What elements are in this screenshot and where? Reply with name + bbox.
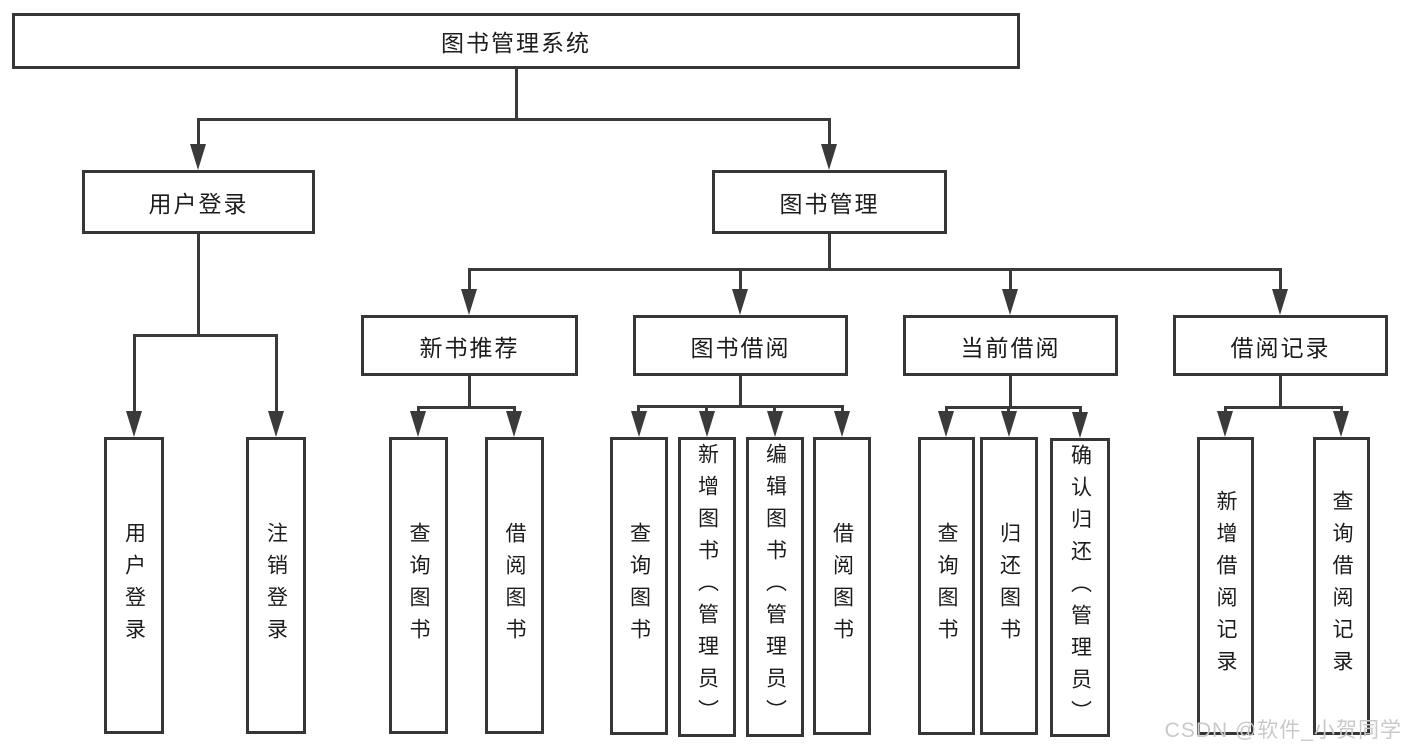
leaf-current-return-books: 归还图书 [980, 437, 1038, 735]
connector-line [1279, 376, 1282, 408]
node-book-management: 图书管理 [712, 170, 947, 234]
csdn-watermark: CSDN @软件_小贺同学 [1164, 719, 1402, 742]
arrowhead-down-icon [410, 411, 426, 437]
connector-line [197, 234, 200, 337]
leaf-current-query-books: 查询图书 [918, 437, 975, 735]
connector-line [513, 406, 516, 414]
node-user-login: 用户登录 [82, 170, 315, 234]
arrowhead-down-icon [1001, 411, 1017, 437]
connector-line [275, 334, 278, 412]
arrowhead-down-icon [699, 411, 715, 437]
arrowhead-down-icon [190, 144, 206, 170]
connector-line [197, 118, 200, 146]
connector-line [133, 334, 278, 337]
leaf-logout: 注销登录 [246, 437, 306, 734]
node-new-book-recommendation: 新书推荐 [361, 315, 578, 376]
connector-line [841, 405, 844, 414]
arrowhead-down-icon [461, 289, 477, 315]
connector-line [468, 376, 471, 408]
connector-line [1007, 406, 1010, 414]
arrowhead-down-icon [1002, 289, 1018, 315]
connector-line [773, 405, 776, 414]
arrowhead-down-icon [834, 411, 850, 437]
connector-line [1224, 406, 1227, 414]
connector-line [417, 406, 420, 414]
connector-line [637, 405, 844, 408]
arrowhead-down-icon [1272, 289, 1288, 315]
connector-line [1009, 376, 1012, 408]
arrowhead-down-icon [126, 411, 142, 437]
connector-line [637, 405, 640, 414]
connector-line [828, 118, 831, 146]
connector-line [197, 118, 831, 121]
connector-line [515, 69, 518, 119]
connector-line [828, 234, 831, 270]
connector-line [739, 268, 742, 292]
leaf-borrowing-edit-books-admin: 编辑图书（管理员） [746, 437, 804, 737]
leaf-recommend-borrow-books: 借阅图书 [485, 437, 544, 734]
leaf-borrowing-add-books-admin: 新增图书（管理员） [678, 437, 736, 737]
leaf-user-login: 用户登录 [104, 437, 164, 734]
connector-line [468, 268, 471, 292]
connector-line [705, 405, 708, 414]
leaf-current-confirm-return-admin: 确认归还（管理员） [1050, 438, 1110, 737]
connector-line [945, 406, 1082, 409]
arrowhead-down-icon [631, 411, 647, 437]
connector-line [1224, 406, 1343, 409]
connector-line [1079, 406, 1082, 414]
connector-line [1340, 406, 1343, 414]
connector-line [468, 268, 1282, 271]
arrowhead-down-icon [821, 144, 837, 170]
connector-line [133, 334, 136, 412]
arrowhead-down-icon [1072, 412, 1088, 438]
node-library-management-system: 图书管理系统 [12, 13, 1020, 69]
arrowhead-down-icon [732, 289, 748, 315]
connector-line [417, 406, 516, 409]
arrowhead-down-icon [1217, 411, 1233, 437]
connector-line [1279, 268, 1282, 292]
leaf-records-add-borrow-record: 新增借阅记录 [1197, 437, 1254, 735]
node-current-borrowing: 当前借阅 [903, 315, 1118, 376]
connector-line [1009, 268, 1012, 292]
arrowhead-down-icon [1333, 411, 1349, 437]
node-borrowing-records: 借阅记录 [1173, 315, 1388, 376]
connector-line [945, 406, 948, 414]
arrowhead-down-icon [268, 411, 284, 437]
leaf-recommend-query-books: 查询图书 [389, 437, 448, 734]
node-book-borrowing: 图书借阅 [633, 315, 848, 376]
arrowhead-down-icon [767, 411, 783, 437]
leaf-records-query-borrow-record: 查询借阅记录 [1313, 437, 1370, 735]
leaf-borrowing-query-books: 查询图书 [610, 437, 668, 735]
arrowhead-down-icon [938, 411, 954, 437]
connector-line [739, 376, 742, 407]
arrowhead-down-icon [506, 411, 522, 437]
leaf-borrowing-borrow-books: 借阅图书 [813, 437, 871, 735]
